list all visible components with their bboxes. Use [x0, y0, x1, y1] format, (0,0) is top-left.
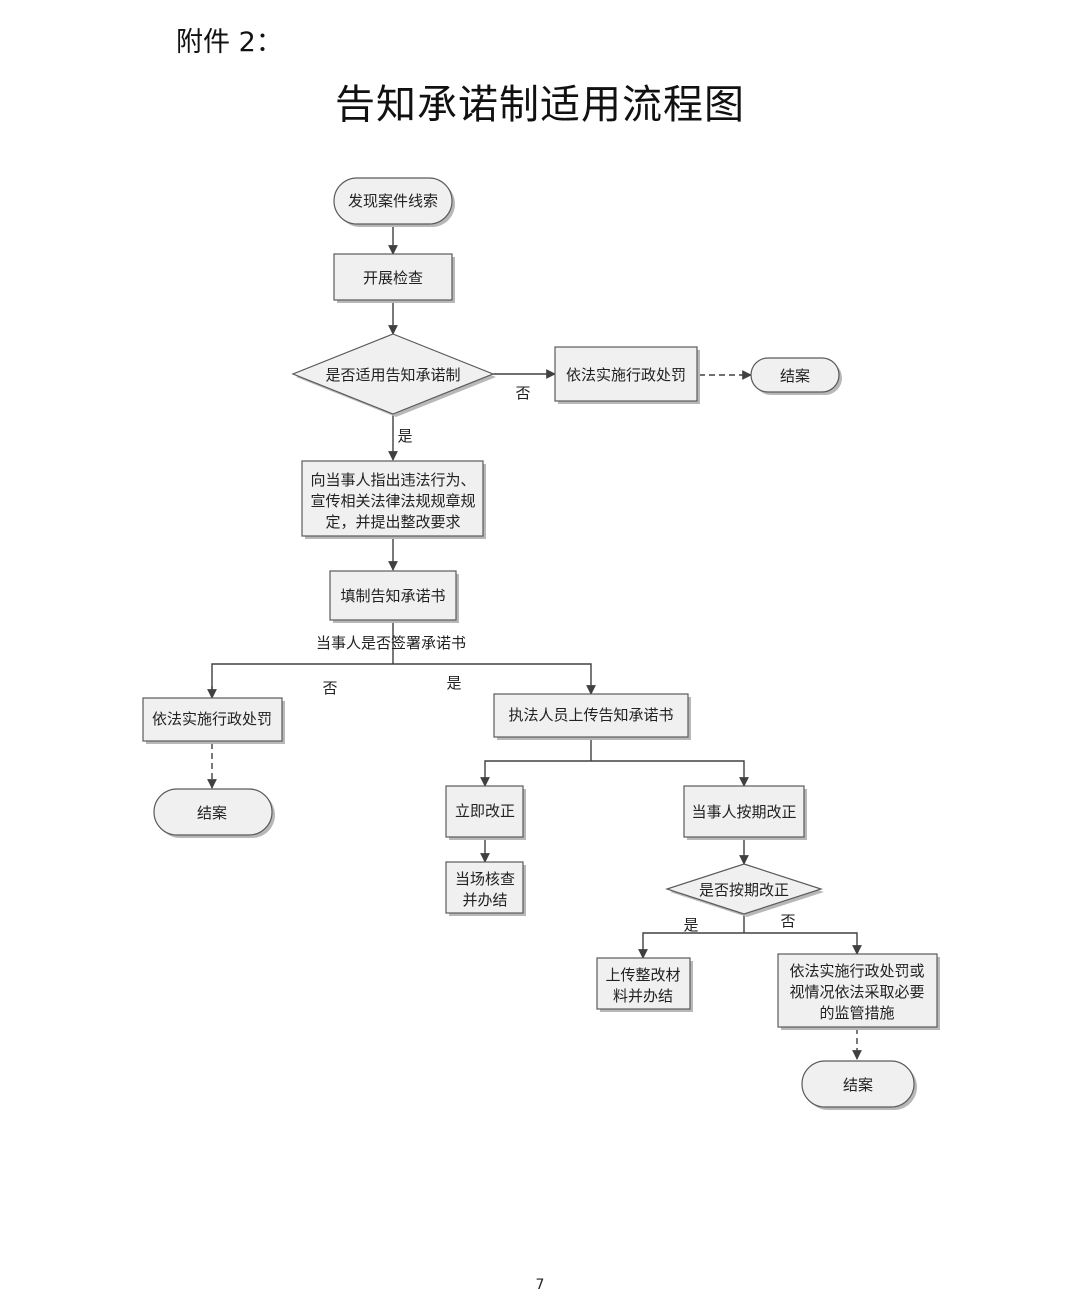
label-yes-2: 是: [446, 674, 461, 692]
immediate-text: 立即改正: [455, 802, 515, 820]
inform-line-1: 向当事人指出违法行为、: [310, 471, 475, 489]
penalty-3-line-1: 依法实施行政处罚或: [789, 962, 924, 980]
inform-line-2: 宣传相关法律法规规章规: [310, 492, 475, 510]
inform-line-3: 定，并提出整改要求: [325, 513, 460, 531]
penalty-1-box: [554, 346, 698, 402]
close-2-node: [153, 788, 273, 836]
label-yes-3: 是: [683, 916, 698, 934]
label-yes-1: 是: [397, 427, 412, 445]
penalty-1-text: 依法实施行政处罚: [566, 366, 686, 384]
page-number: 7: [535, 1277, 545, 1293]
upload-box: [493, 693, 689, 738]
line-split-decision2: [642, 932, 858, 953]
attachment-label: 附件 2：: [176, 27, 283, 58]
upload-material-line-2: 料并办结: [613, 987, 673, 1005]
close-3-node: [801, 1060, 915, 1108]
inform-box: [301, 460, 484, 537]
close-1-node: [750, 357, 840, 393]
onsite-line-2: 并办结: [462, 891, 507, 909]
fill-form-text: 填制告知承诺书: [340, 587, 445, 605]
onsite-box: [445, 861, 524, 914]
label-no-1: 否: [515, 384, 530, 402]
scheduled-box: [683, 785, 805, 838]
start-node-text: 发现案件线索: [348, 192, 438, 210]
upload-material-box: [596, 957, 691, 1010]
immediate-box: [445, 785, 524, 838]
inspect-text: 开展检查: [363, 269, 423, 287]
decision-apply-text: 是否适用告知承诺制: [325, 366, 460, 384]
label-no-3: 否: [780, 912, 795, 930]
start-node: [333, 177, 453, 225]
upload-text: 执法人员上传告知承诺书: [508, 706, 673, 724]
question-sign-text: 当事人是否签署承诺书: [316, 634, 466, 652]
inspect-box: [333, 253, 453, 301]
label-no-2: 否: [322, 679, 337, 697]
close-3-text: 结案: [843, 1076, 873, 1094]
line-split-upload: [484, 760, 745, 784]
page-title: 告知承诺制适用流程图: [335, 82, 745, 128]
connectors: [207, 226, 862, 1060]
penalty-3-line-3: 的监管措施: [819, 1004, 894, 1022]
onsite-line-1: 当场核查: [455, 870, 515, 888]
fill-form-box: [329, 570, 457, 621]
penalty-2-text: 依法实施行政处罚: [152, 710, 272, 728]
decision-apply-diamond: [291, 333, 495, 415]
penalty-2-box: [142, 697, 283, 742]
upload-material-line-1: 上传整改材: [605, 966, 680, 984]
decision-schedule-diamond: [665, 863, 823, 915]
penalty-3-box: [777, 953, 938, 1028]
penalty-3-line-2: 视情况依法采取必要: [789, 983, 924, 1001]
scheduled-text: 当事人按期改正: [691, 803, 796, 821]
decision-schedule-text: 是否按期改正: [699, 881, 789, 899]
close-1-text: 结案: [780, 367, 810, 385]
line-split-sign: [211, 663, 592, 690]
close-2-text: 结案: [197, 804, 227, 822]
